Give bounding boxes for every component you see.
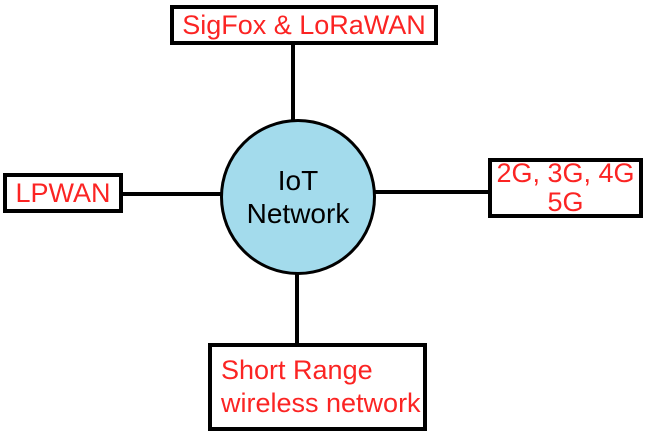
connector-bottom xyxy=(295,270,299,346)
node-lpwan: LPWAN xyxy=(3,173,123,213)
node-lpwan-label: LPWAN xyxy=(15,177,111,208)
node-sigfox-lorawan: SigFox & LoRaWAN xyxy=(170,5,438,45)
connector-top xyxy=(291,45,295,125)
hub-iot-network: IoT Network xyxy=(220,119,376,275)
connector-left xyxy=(120,192,224,196)
hub-label-line1: IoT xyxy=(277,165,319,196)
node-sigfox-lorawan-label: SigFox & LoRaWAN xyxy=(182,9,426,40)
node-cellular-line2: 5G xyxy=(547,187,584,217)
hub-label-line2: Network xyxy=(246,198,350,229)
node-short-range-line1: Short Range xyxy=(221,355,373,385)
connector-right xyxy=(373,190,491,194)
node-short-range-line2: wireless network xyxy=(221,388,421,418)
node-short-range: Short Range wireless network xyxy=(208,343,427,431)
node-cellular: 2G, 3G, 4G 5G xyxy=(488,158,643,218)
node-cellular-line1: 2G, 3G, 4G xyxy=(496,158,635,188)
